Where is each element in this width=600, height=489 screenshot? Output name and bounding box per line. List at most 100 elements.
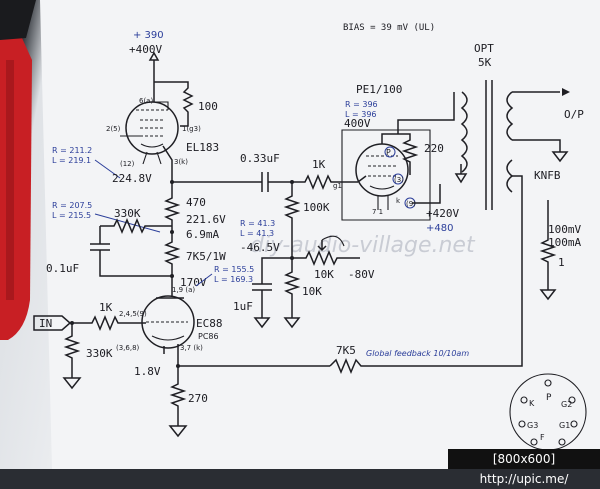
el183-pin-g2: 2(5)	[106, 125, 121, 133]
pe1-pin-g2: (3)	[394, 176, 404, 184]
resistor-7k5-1w	[163, 232, 181, 276]
pe1-pin-p: P	[386, 148, 391, 157]
current-69: 6.9mA	[186, 228, 219, 241]
ec88-pin-k: 3,7 (k)	[180, 344, 203, 352]
pinout-g2: G2	[561, 400, 572, 409]
resistor-1k-input	[70, 315, 146, 331]
image-host-footer: [800x600] http://upic.me/	[448, 449, 600, 486]
pe1-pin-k: k	[396, 197, 401, 205]
r470-reading-l: L = 169.3	[214, 275, 253, 284]
capacitor-033uf	[255, 172, 292, 192]
global-feedback-note: Global feedback 10/10am	[366, 349, 469, 358]
ec88-label: EC88	[196, 317, 223, 330]
ground-output	[551, 151, 569, 163]
resistor-1k-grid	[292, 174, 358, 190]
tube-el183	[120, 82, 179, 174]
potentiometer-10k	[292, 250, 360, 266]
r470-reading-r: R = 155.5	[214, 265, 254, 274]
ec88-reading-l: L = 215.5	[52, 211, 91, 220]
voltage-170: 170V	[180, 276, 207, 289]
el183-pin-g3: 1(g3)	[182, 125, 201, 133]
paper-sheet	[40, 0, 600, 469]
input-label: IN	[39, 317, 52, 330]
ground-input	[62, 377, 82, 390]
pot10k-label: 10K	[314, 268, 334, 281]
opt-label: OPT	[474, 42, 494, 55]
output-label: O/P	[564, 108, 584, 121]
r1-label: 1	[558, 256, 565, 269]
r1k-grid-label: 1K	[312, 158, 326, 171]
voltage-420: +420V	[426, 207, 459, 220]
resistor-330k-fb	[100, 218, 172, 234]
screwdriver-handle	[0, 34, 32, 340]
el183-pin-k: 3(k)	[174, 158, 188, 166]
pe1-reading-v: 400V	[344, 117, 371, 130]
pinout-f: F	[540, 433, 545, 442]
pe1-pin-k2: (9)	[406, 200, 416, 208]
pe1-outline	[341, 129, 431, 221]
knfb-label: KNFB	[534, 169, 561, 182]
c1uf-label: 1uF	[233, 300, 253, 313]
voltage-224: 224.8V	[112, 172, 152, 185]
tube-ec88	[141, 276, 195, 366]
voltage-465: -46.5V	[240, 241, 280, 254]
pinout-g3: G3	[527, 421, 538, 430]
el183-label: EL183	[186, 141, 219, 154]
opt-impedance: 5K	[478, 56, 492, 69]
ground-1uf	[253, 317, 271, 329]
resistor-100	[154, 81, 194, 127]
voltage-480: +480	[426, 223, 453, 234]
pe1-reading-l: L = 396	[345, 110, 377, 119]
pe1-reading-r: R = 396	[345, 100, 378, 109]
resistor-7k5-fb	[329, 190, 523, 374]
ground-cathode	[168, 425, 188, 438]
r330k-fb-label: 330K	[114, 207, 141, 220]
screwdriver-cap	[0, 0, 36, 40]
r10k-label: 10K	[302, 285, 322, 298]
rated-voltage: 100mV	[548, 223, 581, 236]
rated-current: 100mA	[548, 236, 581, 249]
resistor-1-ohm	[539, 200, 557, 290]
resistor-100k	[283, 182, 301, 258]
pinout-k: K	[529, 399, 535, 408]
bias-reading-r: R = 41.3	[240, 219, 275, 228]
r7k5-fb-label: 7K5	[336, 344, 356, 357]
r100k-label: 100K	[303, 201, 330, 214]
ground-10k	[283, 317, 301, 329]
bias-note: BIAS = 39 mV (UL)	[343, 23, 435, 33]
resistor-220	[398, 133, 419, 175]
ground-sense	[539, 289, 557, 301]
reading-arrow-1	[94, 159, 121, 179]
r7k5-1w-label: 7K5/1W	[186, 250, 226, 263]
supply-note: + 390	[133, 30, 164, 41]
el183-pin-a: 6(a)	[139, 97, 153, 105]
voltage-2216: 221.6V	[186, 213, 226, 226]
voltage-18: 1.8V	[134, 365, 161, 378]
bias-reading-l: L = 41.3	[240, 229, 274, 238]
pinout-p: P	[546, 393, 552, 403]
ec88-sub: PC86	[198, 332, 219, 341]
c01-label: 0.1uF	[46, 262, 79, 275]
resistor-270	[169, 366, 187, 426]
el183-reading-l: L = 219.1	[52, 156, 91, 165]
pe1-anode-pin	[384, 146, 396, 158]
r330k-input-label: 330K	[86, 347, 113, 360]
r1k-input-label: 1K	[99, 301, 113, 314]
r270-label: 270	[188, 392, 208, 405]
pe1-label: PE1/100	[356, 83, 402, 96]
ec88-pin-h: (3,6,8)	[116, 344, 140, 352]
schematic-sheet: diy-audio-village.net BIAS = 39 mV (UL) …	[0, 0, 600, 469]
r100-label: 100	[198, 100, 218, 113]
pinout-g1: G1	[559, 421, 570, 430]
watermark: diy-audio-village.net	[250, 233, 476, 258]
voltage-m80: -80V	[348, 268, 375, 281]
el183-pin-h: (12)	[120, 160, 135, 168]
resistor-330k-input	[63, 323, 81, 378]
r470-label: 470	[186, 196, 206, 209]
ec88-pin-g: 2,4,5(9)	[119, 310, 147, 318]
output-transformer	[397, 80, 561, 210]
pe1-heater: 7 1	[372, 208, 383, 216]
ec88-pin-a: 1,9 (a)	[172, 286, 195, 294]
resistor-10k	[283, 258, 301, 318]
